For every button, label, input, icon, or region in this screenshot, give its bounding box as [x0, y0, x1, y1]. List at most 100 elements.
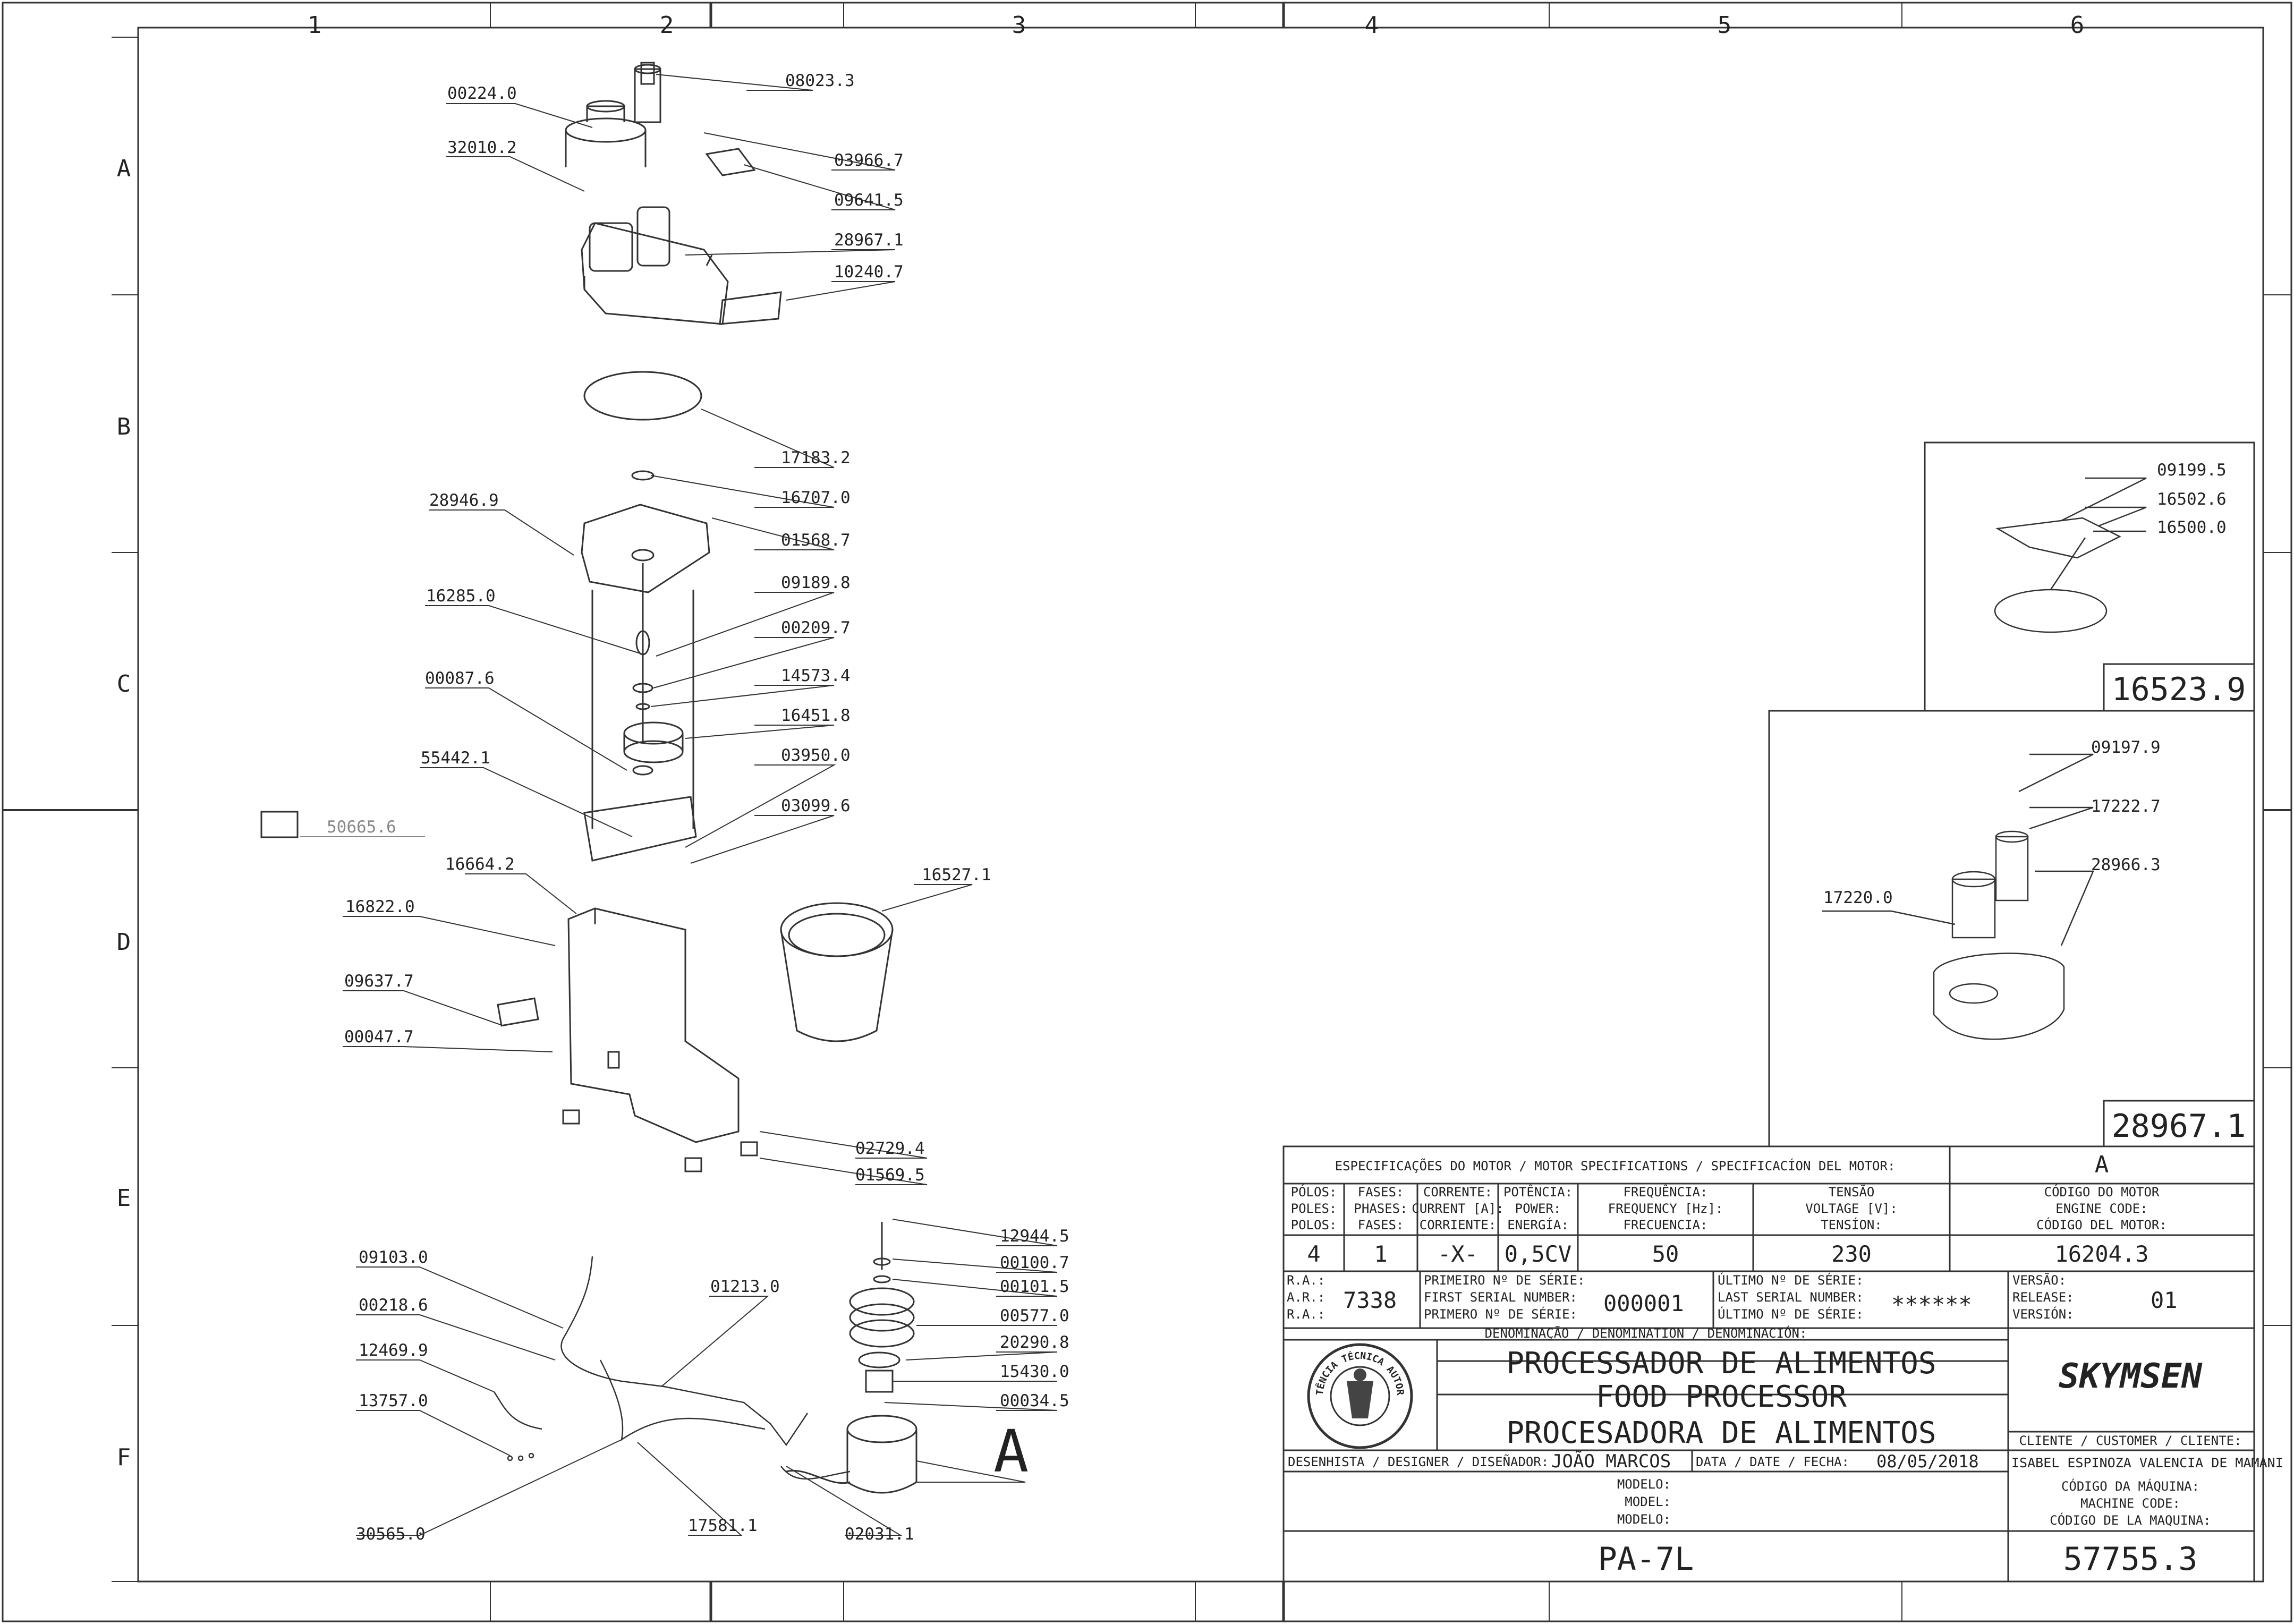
svg-text:ASSISTÊNCIA TÉCNICA AUTORIZADA: ASSISTÊNCIA TÉCNICA AUTORIZADA: [0, 0, 1406, 1396]
part-label: 17581.1: [688, 1516, 758, 1535]
spec-value: 50: [1652, 1241, 1679, 1267]
part-label: 08023.3: [785, 71, 855, 90]
last-serial-label: LAST SERIAL NUMBER:: [1718, 1290, 1864, 1305]
part-label: 14573.4: [781, 666, 851, 685]
part-label: 15430.0: [1000, 1362, 1069, 1381]
last-serial-label: ÚLTIMO Nº DE SÉRIE:: [1718, 1306, 1864, 1322]
inset-top: 16523.9 09199.5 16502.6 16500.0: [1924, 441, 2255, 712]
detail-view-label: A: [993, 1417, 1029, 1485]
part-label: 03950.0: [781, 746, 851, 765]
bowl-part: [780, 902, 894, 1042]
row-label: E: [117, 1185, 131, 1212]
spec-label: [260, 811, 299, 838]
last-serial-label: ÚLTIMO Nº DE SÉRIE:: [1718, 1272, 1864, 1288]
spec-value: 0,5CV: [1505, 1241, 1571, 1267]
exploded-view: [260, 62, 1026, 1494]
row-label: B: [117, 413, 131, 440]
part-label: 16451.8: [781, 706, 851, 725]
inset-label: 16502.6: [2157, 490, 2227, 509]
inset-label: 16500.0: [2157, 518, 2227, 537]
bracket-part: [583, 796, 697, 862]
spec-col-label: PHASES:: [1354, 1201, 1407, 1216]
motor-code-value: 16204.3: [2054, 1241, 2148, 1267]
row-label: D: [117, 929, 131, 956]
motor-code-label: CÓDIGO DO MOTOR: [2044, 1184, 2160, 1200]
spec-col-label: ENERGÍA:: [1507, 1217, 1569, 1232]
part-label: 00034.5: [1000, 1391, 1069, 1410]
part-label: 50665.6: [327, 818, 396, 837]
pulley-assembly: [623, 630, 684, 776]
part-label: 09637.7: [344, 972, 414, 991]
machine-code-label: CÓDIGO DE LA MAQUINA:: [2050, 1512, 2211, 1528]
denomination-header: DENOMINAÇÃO / DENOMINATION / DENOMINACIÓ…: [1485, 1325, 1807, 1341]
part-label-list: 00224.0 08023.3 32010.2 03966.7 09641.5 …: [327, 71, 1069, 1544]
part-label: 02031.1: [845, 1525, 914, 1544]
part-label: 28967.1: [834, 231, 904, 250]
ra-label: R.A.:: [1287, 1273, 1325, 1288]
spec-col-label: FRECUENCIA:: [1624, 1218, 1708, 1232]
part-label: 00047.7: [344, 1027, 414, 1047]
part-label: 30565.0: [356, 1525, 426, 1544]
spec-col-label: VOLTAGE [V]:: [1805, 1201, 1897, 1216]
date-label: DATA / DATE / FECHA:: [1696, 1455, 1849, 1469]
spec-col-label: POTÊNCIA:: [1503, 1184, 1573, 1200]
part-label: 01568.7: [781, 531, 851, 550]
spec-col-label: CURRENT [A]:: [1412, 1201, 1503, 1216]
spec-value: -X-: [1438, 1241, 1478, 1267]
spec-col-label: POWER:: [1515, 1201, 1561, 1216]
part-label: 28946.9: [429, 491, 499, 510]
part-label: 16707.0: [781, 488, 851, 507]
first-serial-label: FIRST SERIAL NUMBER:: [1424, 1290, 1577, 1305]
spec-col-label: FREQUENCY [Hz]:: [1608, 1201, 1723, 1216]
inset-label: 09199.5: [2157, 461, 2227, 480]
part-label: 00101.5: [1000, 1277, 1069, 1296]
first-serial-label: PRIMEIRO Nº DE SÉRIE:: [1424, 1272, 1585, 1288]
inset-label: 28966.3: [2091, 855, 2161, 874]
title-block: ESPECIFICAÇÕES DO MOTOR / MOTOR SPECIFIC…: [0, 0, 2283, 1583]
authorized-service-seal: ASSISTÊNCIA TÉCNICA AUTORIZADA: [0, 0, 1413, 1449]
inset-label: 17222.7: [2091, 797, 2161, 816]
spec-col-label: POLES:: [1291, 1201, 1337, 1216]
wiring-harness: [493, 1256, 851, 1480]
part-label: 17183.2: [781, 448, 851, 467]
part-label: 16664.2: [445, 855, 515, 874]
date-value: 08/05/2018: [1876, 1451, 1979, 1472]
first-serial-label: PRIMERO Nº DE SÉRIE:: [1424, 1306, 1577, 1322]
warning-label: [497, 997, 539, 1027]
last-serial-value: ******: [1891, 1291, 1972, 1317]
motor-code-label: CÓDIGO DEL MOTOR:: [2036, 1217, 2167, 1232]
part-label: 01213.0: [710, 1277, 780, 1296]
part-label: 16285.0: [426, 586, 496, 606]
ra-label: R.A.:: [1287, 1307, 1325, 1322]
column-label: 2: [660, 12, 674, 39]
inset-code: 28967.1: [2112, 1108, 2246, 1145]
part-label: 13757.0: [359, 1391, 428, 1410]
part-label: 00209.7: [781, 618, 851, 637]
spec-col-label: TENSÃO: [1829, 1184, 1875, 1200]
version-label: VERSIÓN:: [2012, 1306, 2074, 1322]
ruler-labels: 1 2 3 4 5 6 A B C D E F: [117, 12, 2085, 1471]
column-label: 5: [1718, 12, 1732, 39]
part-label: 03099.6: [781, 796, 851, 815]
inset-label: 17220.0: [1823, 888, 1893, 907]
inset-code: 16523.9: [2112, 671, 2246, 708]
column-label: 4: [1365, 12, 1379, 39]
spec-value: 1: [1374, 1241, 1387, 1267]
part-label: 03966.7: [834, 151, 904, 170]
ra-label: A.R.:: [1287, 1290, 1325, 1305]
model-label: MODEL:: [1625, 1494, 1671, 1509]
part-label: 00218.6: [359, 1296, 428, 1315]
client-label: CLIENTE / CUSTOMER / CLIENTE:: [2019, 1433, 2241, 1448]
machine-code-label: MACHINE CODE:: [2080, 1496, 2180, 1511]
part-label: 00087.6: [425, 669, 495, 688]
column-label: 1: [308, 12, 322, 39]
inset-label: 09197.9: [2091, 738, 2161, 757]
part-label: 00224.0: [447, 84, 517, 103]
spec-value: 4: [1307, 1241, 1320, 1267]
part-label: 10240.7: [834, 262, 904, 282]
product-name-es: PROCESADORA DE ALIMENTOS: [1506, 1416, 1936, 1450]
machine-code-label: CÓDIGO DA MÁQUINA:: [2061, 1478, 2199, 1494]
part-label: 09189.8: [781, 573, 851, 592]
